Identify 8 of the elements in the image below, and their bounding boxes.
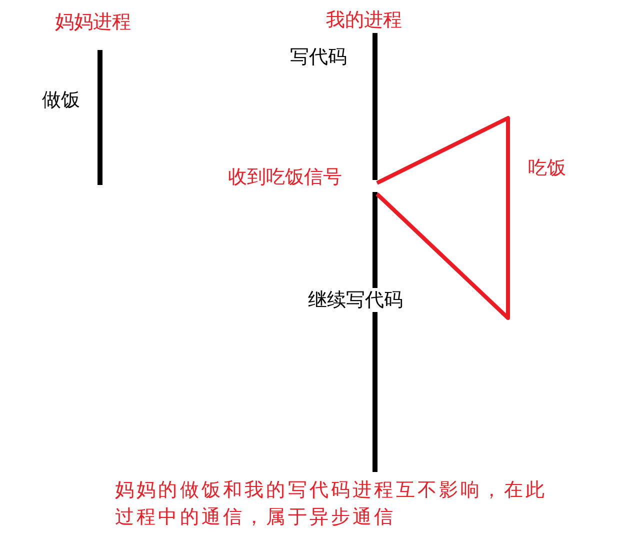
task-label: 继续写代码 xyxy=(306,288,405,312)
task-label: 做饭 xyxy=(42,88,80,112)
process-title: 我的进程 xyxy=(326,8,402,32)
signal-label: 收到吃饭信号 xyxy=(228,165,342,189)
caption: 妈妈的做饭和我的写代码进程互不影响，在此过程中的通信，属于异步通信 xyxy=(115,478,548,530)
process-title: 妈妈进程 xyxy=(55,10,131,34)
task-label: 写代码 xyxy=(290,45,347,69)
task-label: 吃饭 xyxy=(528,156,566,180)
